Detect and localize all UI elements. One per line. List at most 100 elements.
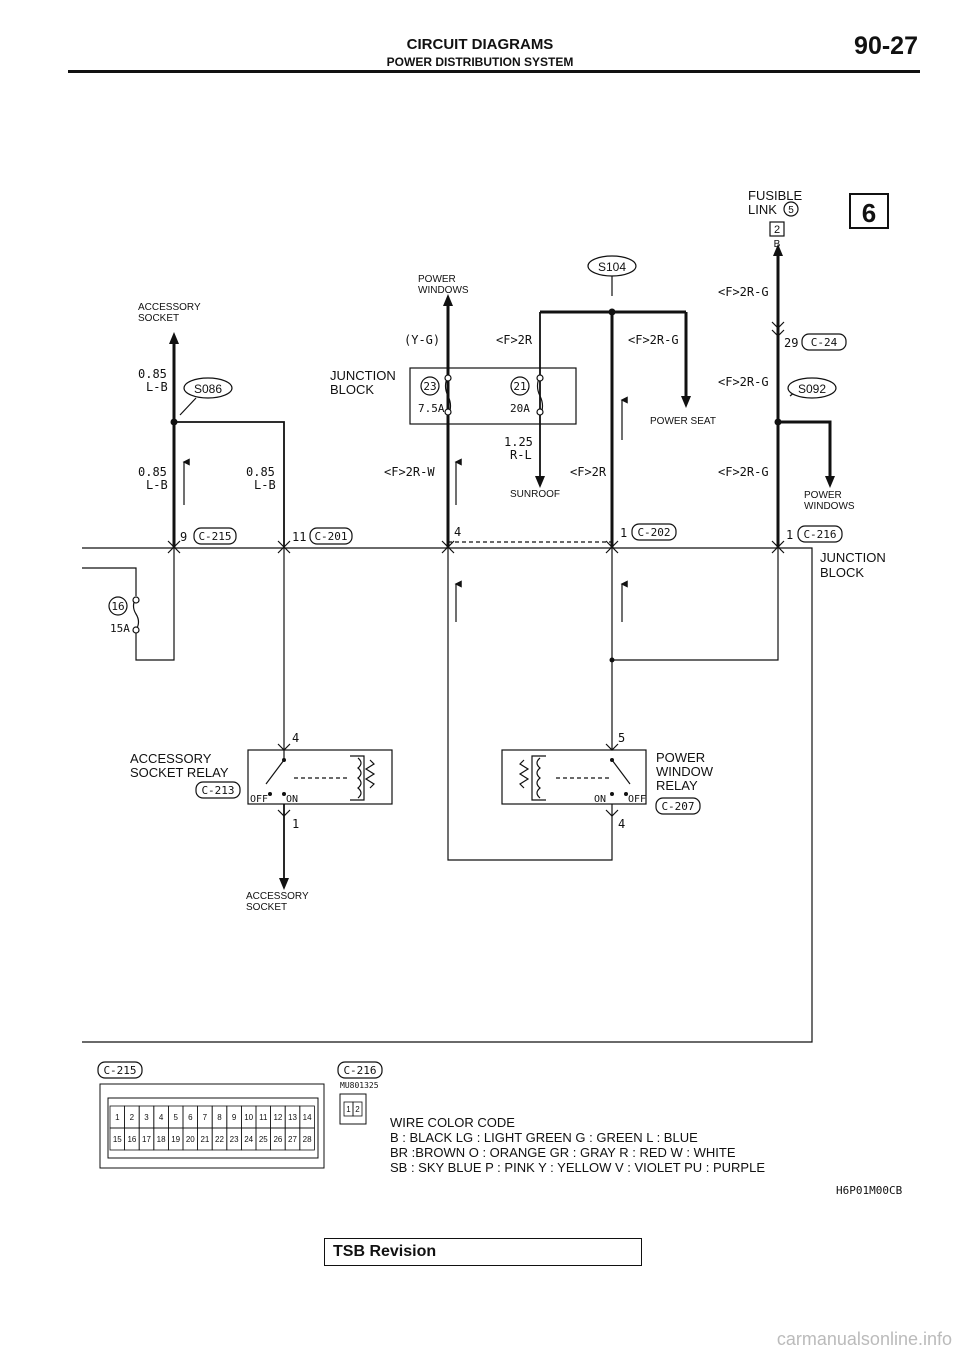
splice-s086-dot [170,418,178,426]
connector-pin-number: 11 [259,1113,268,1122]
part-number: MU801325 [340,1081,379,1090]
splice-s092-dot [774,418,782,426]
connector-pin-number: 18 [157,1135,166,1144]
fuse23-badge [420,376,440,396]
arrow-sunroof [535,476,545,488]
label-pw-relay: POWER [656,750,705,765]
page-number: 90-27 [854,32,918,60]
arrow-power-windows-right [825,476,835,488]
fusible-link-num: 5 [788,205,794,216]
connector-pin-cell [352,1101,363,1117]
c24-label: C-24 [811,336,838,349]
wire-125rl-a: 1.25 [504,435,533,449]
fusible-link-connector-box [769,221,785,237]
arrow-fusible-link [773,244,783,256]
connector-c213-badge [195,781,241,799]
tsb-revision-label: TSB Revision [333,1243,437,1260]
wire-085lb-3b: L-B [254,478,276,492]
label-pw-relay3: RELAY [656,778,698,793]
connector-c216-badge [797,525,843,543]
pw-relay-pin-top: 5 [618,731,625,745]
c202-label: C-202 [637,526,670,539]
fuse16-dot-bot [132,626,140,634]
connector-pin-number: 2 [130,1113,135,1122]
fuse21-rating: 20A [510,402,530,415]
connector-pin-number: 17 [142,1135,151,1144]
label-power-seat: POWER SEAT [650,416,716,427]
label-junction-block-right: JUNCTION [820,550,886,565]
splice-s092-oval [787,377,837,399]
chevrons [167,321,785,817]
pw-relay-switch [611,759,631,785]
connector-pin-number: 22 [215,1135,224,1144]
c216-housing [339,1093,367,1125]
splice-s086: S086 [194,382,222,396]
connector-pin-number: 6 [188,1113,193,1122]
pw-relay-on: ON [594,794,606,805]
acc-relay-pin-top: 4 [292,731,299,745]
fuse23-num: 23 [423,380,436,393]
wire-f2rg-top: <F>2R-G [718,285,769,299]
connector-pin-number: 28 [303,1135,312,1144]
c207-label: C-207 [661,800,694,813]
acc-relay-switch [265,759,285,785]
fuse23-dot-top [444,374,452,382]
connector-pin-number: 8 [217,1113,222,1122]
label-junction-block: JUNCTION [330,368,396,383]
label-acc-socket-top2: SOCKET [138,313,179,324]
fuse16-out [135,548,175,661]
acc-relay-coil [357,757,376,799]
fuse21-badge [510,376,530,396]
tsb-revision-box: TSB Revision [324,1238,642,1266]
connector-pin-number: 15 [113,1135,122,1144]
c215-pin: 9 [180,530,187,544]
connector-pin-number: 21 [200,1135,209,1144]
wire-f2r-1: <F>2R [496,333,533,347]
fuse16-rating: 15A [110,622,130,635]
relay-contact [610,758,614,762]
connector-pin-number: 2 [355,1105,360,1114]
connector-pin-number: 1 [115,1113,120,1122]
bottom-c216-label: C-216 [343,1064,376,1077]
pw-relay-box [501,749,647,805]
fuse16-dot-top [132,596,140,604]
wire-f2rg-1: <F>2R-G [628,333,679,347]
header-rule [68,70,920,73]
fuse16-feed [82,567,137,596]
connector-pin-number: 7 [203,1113,208,1122]
label-acc-relay: ACCESSORY [130,751,212,766]
splice-s104-oval [587,255,637,277]
arrow-power-windows [443,294,453,306]
wire-085lb-2b: L-B [146,478,168,492]
wire-s086-branch [174,421,285,548]
c215-housing [99,1083,325,1169]
connector-c215-badge [193,527,237,545]
connector-c207-badge [655,797,701,815]
wire-f2r-2: <F>2R [570,465,607,479]
arrow-acc-socket [169,332,179,344]
connector-c202-badge [631,523,677,541]
fl-wire: B [774,239,781,250]
fuse23-dot-bot [444,408,452,416]
connector-pin-cell [299,1127,315,1151]
pw-relay-coil [518,757,541,799]
fuse23-rating: 7.5A [418,402,445,415]
fusible-link-num-badge [783,201,799,217]
current-arrow [179,397,197,416]
arrow-acc-socket-bottom [279,878,289,890]
c216-label: C-216 [803,528,836,541]
label-junction-block-right2: BLOCK [820,565,864,580]
junction-dot [609,657,615,663]
fl-connector: 2 [774,224,780,236]
c201-label: C-201 [314,530,347,543]
fuse16-badge [108,596,128,616]
fuse21-num: 21 [513,380,526,393]
label-power-windows-right: POWER [804,490,842,501]
pw-coil-frame [531,755,546,801]
splice-s104: S104 [598,260,626,274]
connector-pin-number: 19 [171,1135,180,1144]
connector-c201-badge [309,527,353,545]
splice-s104-dot [608,308,616,316]
